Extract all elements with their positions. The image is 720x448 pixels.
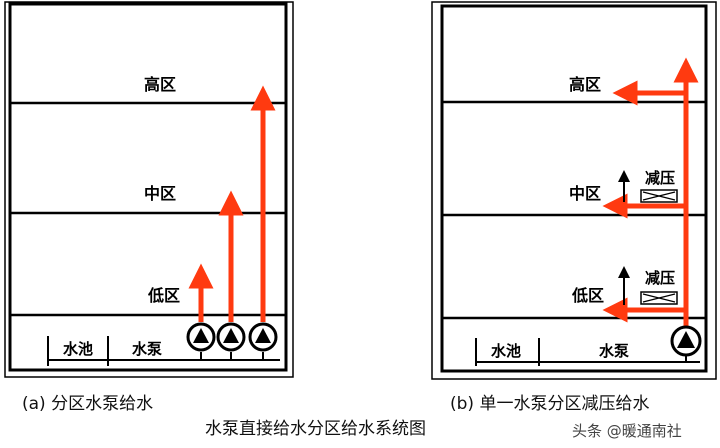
right-zone-high-label: 高区 <box>569 75 601 94</box>
left-zone-high-label: 高区 <box>144 75 176 94</box>
right-zone-low-label: 低区 <box>571 286 604 305</box>
right-pool-label: 水池 <box>491 342 521 360</box>
left-pump-1 <box>186 322 216 352</box>
right-pump <box>670 325 702 357</box>
caption-b: (b) 单一水泵分区减压给水 <box>450 394 650 414</box>
right-prv-mid-valve <box>640 189 678 203</box>
right-zone-mid-label: 中区 <box>569 184 601 203</box>
right-prv-low-valve <box>640 291 678 305</box>
right-pump-label: 水泵 <box>599 342 629 360</box>
right-building <box>440 4 708 373</box>
left-pump-label: 水泵 <box>132 340 162 358</box>
left-pump-3 <box>248 322 278 352</box>
right-frame <box>431 1 717 380</box>
watermark: 头条 @暖通南社 <box>572 422 682 440</box>
left-building <box>8 2 288 372</box>
left-zone-low-label: 低区 <box>147 286 180 305</box>
left-frame <box>4 1 294 378</box>
left-pool-label: 水池 <box>63 340 93 358</box>
right-panel: 高区 中区 低区 减压 减压 水池 水泵 <box>431 1 717 380</box>
right-prv-mid-label: 减压 <box>645 169 675 187</box>
right-prv-low-label: 减压 <box>645 269 675 287</box>
left-panel: 高区 中区 低区 水池 水泵 <box>4 1 294 378</box>
left-zone-mid-label: 中区 <box>144 184 176 203</box>
left-pump-2 <box>216 322 246 352</box>
diagram-title: 水泵直接给水分区给水系统图 <box>205 419 426 439</box>
caption-a: (a) 分区水泵给水 <box>22 394 154 414</box>
